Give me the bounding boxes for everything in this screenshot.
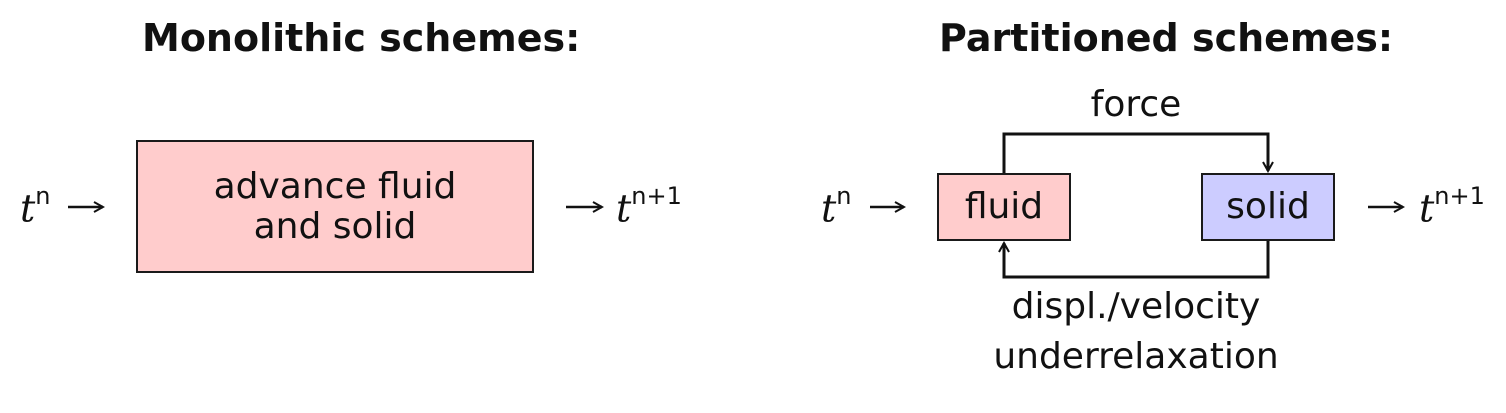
partitioned-output-sup: n+1 — [1434, 182, 1485, 210]
monolithic-advance-box: advance fluid and solid — [136, 140, 534, 273]
monolithic-output-time: tn+1 — [616, 182, 682, 231]
partitioned-output-time: tn+1 — [1419, 182, 1485, 231]
partitioned-output-var: t — [1419, 186, 1435, 231]
monolithic-input-time: tn — [20, 182, 51, 231]
force-label: force — [1090, 84, 1182, 125]
monolithic-input-var: t — [20, 186, 36, 231]
monolithic-output-sup: n+1 — [631, 182, 682, 210]
partitioned-title: Partitioned schemes: — [939, 16, 1394, 60]
underrelaxation-label: underrelaxation — [993, 336, 1279, 377]
monolithic-box-line1: advance fluid — [213, 165, 457, 207]
solid-box: solid — [1201, 173, 1335, 241]
monolithic-output-var: t — [616, 186, 632, 231]
force-arrow — [1002, 132, 1268, 173]
monolithic-box-line2: and solid — [253, 205, 417, 247]
displacement-velocity-label: displ./velocity — [1011, 286, 1261, 327]
fluid-box: fluid — [937, 173, 1071, 241]
monolithic-title: Monolithic schemes: — [142, 16, 581, 60]
displacement-arrow — [1004, 241, 1270, 279]
monolithic-input-sup: n — [35, 182, 51, 210]
partitioned-input-var: t — [821, 186, 837, 231]
partitioned-input-time: tn — [821, 182, 852, 231]
partitioned-input-sup: n — [836, 182, 852, 210]
